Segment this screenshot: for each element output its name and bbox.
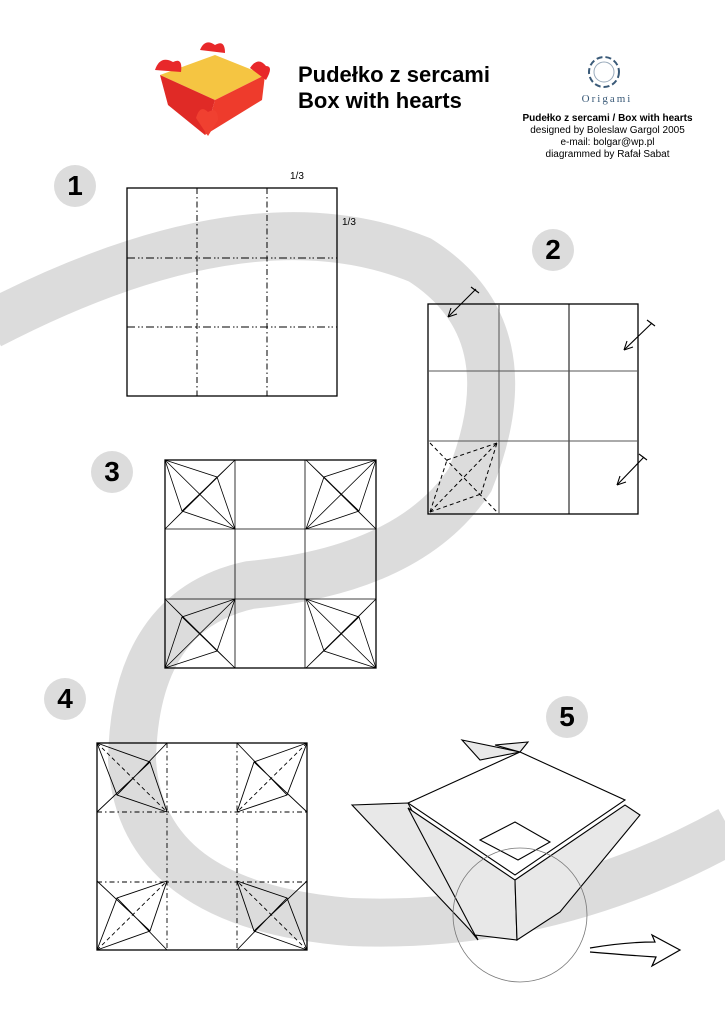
step2-diagram: [427, 286, 656, 515]
logo-text: Origami: [581, 93, 633, 105]
step5-diagram: [350, 739, 641, 983]
step-number-1: 1: [54, 165, 96, 207]
fraction-label-top: 1/3: [290, 171, 304, 182]
step-number-5: 5: [546, 696, 588, 738]
page-title: Pudełko z sercami Box with hearts: [298, 62, 490, 114]
next-arrow: [589, 933, 682, 968]
credits: Pudełko z sercami / Box with hearts desi…: [500, 113, 715, 161]
fraction-label-side: 1/3: [342, 217, 356, 228]
finished-box-image: [155, 42, 270, 136]
step-number-4: 4: [44, 678, 86, 720]
credits-diagrammer: diagrammed by Rafał Sabat: [545, 149, 670, 160]
credits-designer: designed by Boleslaw Gargol 2005: [530, 125, 685, 136]
step4-diagram: [96, 742, 308, 951]
step3-diagram: [164, 459, 377, 669]
title-english: Box with hearts: [298, 88, 462, 113]
step1-diagram: [126, 187, 338, 397]
credits-email: e-mail: bolgar@wp.pl: [560, 137, 655, 148]
background-band: [0, 212, 725, 947]
title-polish: Pudełko z sercami: [298, 62, 490, 87]
credits-title: Pudełko z sercami / Box with hearts: [522, 113, 693, 124]
step-number-2: 2: [532, 229, 574, 271]
step-number-3: 3: [91, 451, 133, 493]
origami-logo: [588, 56, 620, 88]
